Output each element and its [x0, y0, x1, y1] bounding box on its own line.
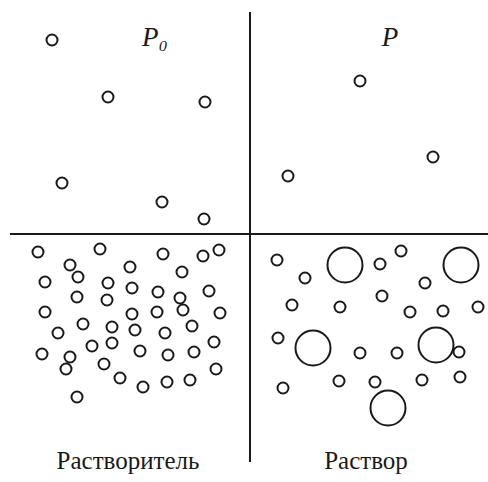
solvent-molecule — [420, 278, 431, 289]
solvent-molecule — [125, 262, 136, 273]
solvent-molecules — [33, 35, 484, 403]
solvent-molecule — [40, 277, 51, 288]
solvent-molecule — [300, 273, 311, 284]
solvent-molecule — [287, 300, 298, 311]
solvent-molecule — [95, 244, 106, 255]
solvent-molecule — [78, 319, 89, 330]
solute-molecule — [419, 328, 454, 363]
solvent-molecule — [72, 392, 83, 403]
solvent-molecule — [178, 305, 189, 316]
solvent-molecule — [115, 373, 126, 384]
solvent-molecule — [214, 245, 225, 256]
solvent-molecule — [189, 347, 200, 358]
solvent-molecule — [334, 376, 345, 387]
solvent-molecule — [185, 375, 196, 386]
solvent-molecule — [473, 302, 484, 313]
solvent-molecule — [162, 377, 173, 388]
solvent-molecule — [47, 35, 58, 46]
solvent-molecule — [40, 307, 51, 318]
solvent-molecule — [355, 348, 366, 359]
solvent-molecule — [204, 286, 215, 297]
solute-molecule — [328, 248, 363, 283]
solute-molecules — [296, 248, 479, 426]
solvent-molecule — [127, 309, 138, 320]
solute-molecule — [296, 331, 331, 366]
solvent-molecule — [158, 249, 169, 260]
pressure-symbol: P — [382, 24, 399, 51]
solvent-molecule — [417, 375, 428, 386]
solvent-molecule — [163, 350, 174, 361]
solvent-molecule — [370, 377, 381, 388]
solvent-molecule — [199, 214, 210, 225]
solvent-molecule — [392, 348, 403, 359]
solvent-molecule — [187, 321, 198, 332]
solvent-molecule — [160, 328, 171, 339]
solvent-molecule — [278, 383, 289, 394]
divider-horizontal — [10, 233, 488, 235]
solvent-molecule — [135, 346, 146, 357]
solvent-molecule — [273, 333, 284, 344]
solvent-molecule — [375, 259, 386, 270]
solvent-molecule — [65, 260, 76, 271]
solvent-molecule — [73, 272, 84, 283]
solvent-molecule — [215, 308, 226, 319]
solvent-molecule — [102, 295, 113, 306]
solvent-molecule — [428, 152, 439, 163]
solvent-molecule — [438, 306, 449, 317]
solvent-molecule — [396, 246, 407, 257]
solute-molecule — [371, 391, 406, 426]
solvent-molecule — [355, 76, 366, 87]
solvent-molecule — [61, 364, 72, 375]
solvent-molecule — [198, 251, 209, 262]
solvent-molecule — [335, 302, 346, 313]
solvent-molecule — [127, 283, 138, 294]
solvent-molecule — [377, 291, 388, 302]
solvent-molecule — [103, 278, 114, 289]
pressure-symbol: P₀ — [142, 24, 168, 51]
divider-vertical — [249, 12, 251, 462]
solvent-molecule — [152, 307, 163, 318]
solvent-molecule — [405, 307, 416, 318]
solvent-molecule — [455, 372, 466, 383]
solvent-molecule — [99, 359, 110, 370]
solvent-molecule — [87, 341, 98, 352]
solvent-molecule — [175, 293, 186, 304]
solvent-molecule — [454, 347, 465, 358]
solvent-molecule — [33, 247, 44, 258]
solvent-molecule — [53, 328, 64, 339]
solvent-molecule — [72, 292, 83, 303]
solvent-molecule — [107, 322, 118, 333]
solvent-molecule — [107, 338, 118, 349]
solvent-molecule — [57, 178, 68, 189]
solvent-molecule — [211, 364, 222, 375]
solvent-molecule — [209, 337, 220, 348]
solvent-molecule — [200, 97, 211, 108]
solvent-molecule — [103, 92, 114, 103]
solvent-molecule — [157, 197, 168, 208]
solvent-molecule — [283, 171, 294, 182]
solvent-molecule — [138, 382, 149, 393]
region-caption: Раствор — [324, 448, 408, 473]
solvent-molecule — [37, 349, 48, 360]
solvent-molecule — [272, 255, 283, 266]
solvent-molecule — [65, 352, 76, 363]
solute-molecule — [444, 248, 479, 283]
solvent-molecule — [153, 287, 164, 298]
solvent-molecule — [130, 325, 141, 336]
solvent-molecule — [177, 267, 188, 278]
region-caption: Растворитель — [57, 448, 200, 473]
